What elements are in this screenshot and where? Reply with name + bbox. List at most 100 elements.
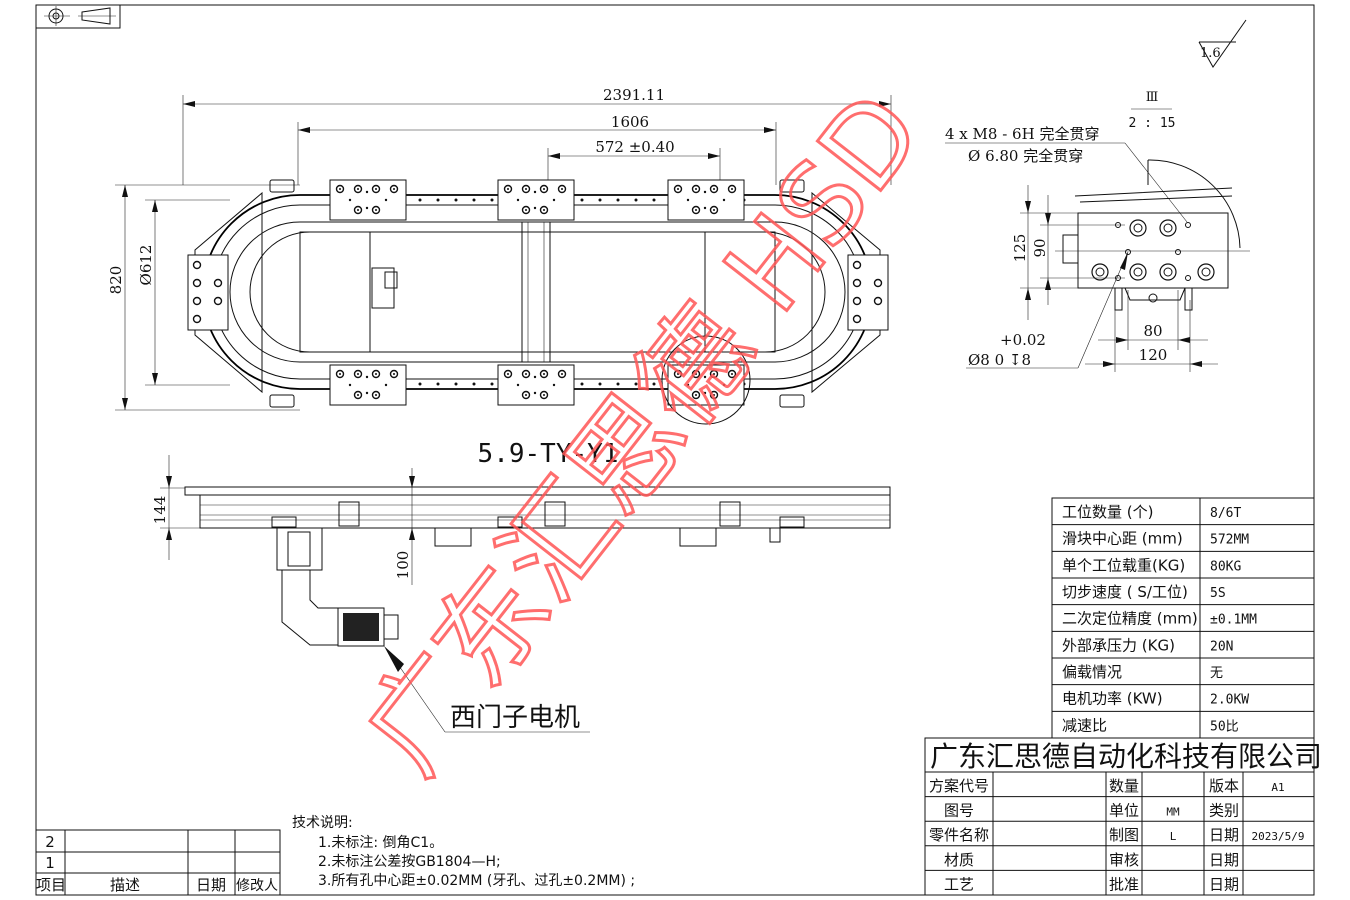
slider-block xyxy=(667,364,745,406)
dim-90: 90 xyxy=(1031,238,1049,257)
title-block-row: 图号 单位 MM 类别 xyxy=(944,802,1239,820)
spec-label: 单个工位载重(KG) xyxy=(1062,556,1185,574)
top-view: 2391.11 1606 572 ±0.40 820 Ø612 xyxy=(107,86,892,425)
slider-block xyxy=(667,179,745,221)
spec-row: 减速比 50比 xyxy=(1062,716,1239,734)
dim-80: 80 xyxy=(1143,322,1162,340)
spec-row: 滑块中心距 (mm)572MM xyxy=(1062,530,1249,548)
title-label: 数量 xyxy=(1109,777,1139,795)
title-block-row: 工艺 批准 日期 xyxy=(944,875,1239,893)
pin-tolerance: +0.02 xyxy=(1000,331,1046,349)
counterbore-hole xyxy=(1197,263,1215,281)
slider-block xyxy=(497,179,575,221)
dim-overall-length: 2391.11 xyxy=(603,86,665,104)
dim-125: 125 xyxy=(1011,234,1029,263)
title-value: 2023/5/9 xyxy=(1252,830,1305,843)
dim-pitch: 572 ±0.40 xyxy=(595,138,674,156)
tech-note: 2.未标注公差按GB1804—H; xyxy=(318,854,501,870)
spec-row: 偏载情况 无 xyxy=(1062,663,1223,681)
revision-header: 日期 xyxy=(196,876,226,894)
revision-header: 描述 xyxy=(110,876,140,894)
spec-row: 外部承压力 (KG) 20N xyxy=(1062,636,1233,654)
revision-header: 修改人 xyxy=(236,878,278,894)
spec-label: 切步速度 ( S/工位) xyxy=(1062,583,1188,601)
spec-label: 外部承压力 (KG) xyxy=(1062,636,1175,654)
revision-table: 2 1 项目 描述 日期 修改人 xyxy=(35,829,281,896)
spec-label: 工位数量 (个) xyxy=(1062,503,1153,521)
dim-overall-width: 820 xyxy=(107,266,125,295)
slider-block xyxy=(497,364,575,406)
revision-row-number: 1 xyxy=(45,854,55,872)
title-value: A1 xyxy=(1271,781,1284,794)
spec-label: 减速比 xyxy=(1062,716,1107,734)
spec-value: 80KG xyxy=(1210,559,1241,574)
spec-value: 无 xyxy=(1210,666,1223,681)
pin-note: Ø8 0 ↧8 xyxy=(968,351,1031,369)
model-label: 5.9-TY-Y1 xyxy=(478,439,619,469)
tech-notes-title: 技术说明: xyxy=(292,815,353,831)
title-label: 类别 xyxy=(1209,802,1239,820)
counterbore-hole xyxy=(1091,263,1109,281)
counterbore-hole xyxy=(1159,263,1177,281)
slider-block xyxy=(329,364,407,406)
spec-value: 20N xyxy=(1210,639,1233,654)
spec-value: 2.0KW xyxy=(1210,693,1249,708)
spec-value: 8/6T xyxy=(1210,506,1241,521)
spec-value: 572MM xyxy=(1210,533,1249,548)
dim-center-length: 1606 xyxy=(611,113,649,131)
tech-note: 3.所有孔中心距±0.02MM (牙孔、过孔±0.2MM) ; xyxy=(318,873,635,889)
dim-side-height: 144 xyxy=(151,496,169,525)
spec-table: 工位数量 (个) 8/6T 滑块中心距 (mm)572MM 单个工位载重(KG) 80K… xyxy=(1051,497,1315,739)
spec-label: 电机功率 (KW) xyxy=(1062,690,1163,708)
title-label: 零件名称 xyxy=(929,826,989,844)
spec-row: 电机功率 (KW) 2.0KW xyxy=(1062,690,1249,708)
title-value: MM xyxy=(1166,806,1180,819)
slider-block xyxy=(187,254,229,331)
slider-block xyxy=(847,254,889,331)
title-label: 图号 xyxy=(944,802,974,820)
tech-notes: 技术说明: 1.未标注: 倒角C1。 2.未标注公差按GB1804—H; 3.所… xyxy=(292,815,635,889)
drawing-frame xyxy=(35,4,1315,896)
dim-side-offset: 100 xyxy=(394,551,412,580)
title-label: 材质 xyxy=(944,851,974,869)
spec-label: 偏载情况 xyxy=(1062,663,1122,681)
detail-view: 1.6 Ⅲ 2 : 15 4 x M8 - 6H 完全贯穿 Ø 6.80 完全贯… xyxy=(945,19,1250,372)
title-block-row: 方案代号 数量 版本 A1 xyxy=(929,777,1285,795)
counterbore-hole xyxy=(1129,219,1147,237)
title-label: 审核 xyxy=(1109,851,1139,869)
title-label: 单位 xyxy=(1109,802,1139,820)
title-value: L xyxy=(1170,830,1177,843)
counterbore-hole xyxy=(1159,219,1177,237)
roughness-value: 1.6 xyxy=(1200,46,1221,61)
counterbore-hole xyxy=(1129,263,1147,281)
watermark: 广东汇思德 HSD xyxy=(340,69,947,796)
title-label: 日期 xyxy=(1209,875,1239,893)
dim-120: 120 xyxy=(1139,346,1168,364)
dim-diameter: Ø612 xyxy=(137,245,155,286)
title-label: 方案代号 xyxy=(929,777,989,795)
title-block-row: 零件名称 制图 L 日期 2023/5/9 xyxy=(929,826,1305,844)
side-view: 144 100 西门子电机 xyxy=(151,455,891,733)
spec-value: ±0.1MM xyxy=(1210,613,1257,628)
detail-scale: 2 : 15 xyxy=(1129,116,1176,131)
spec-row: 单个工位载重(KG) 80KG xyxy=(1062,556,1241,574)
title-label: 制图 xyxy=(1109,826,1139,844)
company-name: 广东汇思德自动化科技有限公司 xyxy=(930,740,1322,773)
projection-symbol-icon xyxy=(35,4,121,29)
spec-value: 5S xyxy=(1210,586,1226,601)
spec-value: 50比 xyxy=(1210,719,1239,734)
slider-block xyxy=(329,179,407,221)
view-mark: Ⅲ xyxy=(1146,90,1159,105)
title-label: 版本 xyxy=(1209,777,1239,795)
title-label: 工艺 xyxy=(944,875,974,893)
spec-row: 切步速度 ( S/工位) 5S xyxy=(1062,583,1226,601)
title-label: 日期 xyxy=(1209,826,1239,844)
tech-note: 1.未标注: 倒角C1。 xyxy=(318,835,443,851)
title-block-row: 材质 审核 日期 xyxy=(944,851,1239,869)
title-label: 日期 xyxy=(1209,851,1239,869)
spec-row: 二次定位精度 (mm)±0.1MM xyxy=(1062,610,1257,628)
revision-header: 项目 xyxy=(36,876,66,894)
title-label: 批准 xyxy=(1109,875,1139,893)
